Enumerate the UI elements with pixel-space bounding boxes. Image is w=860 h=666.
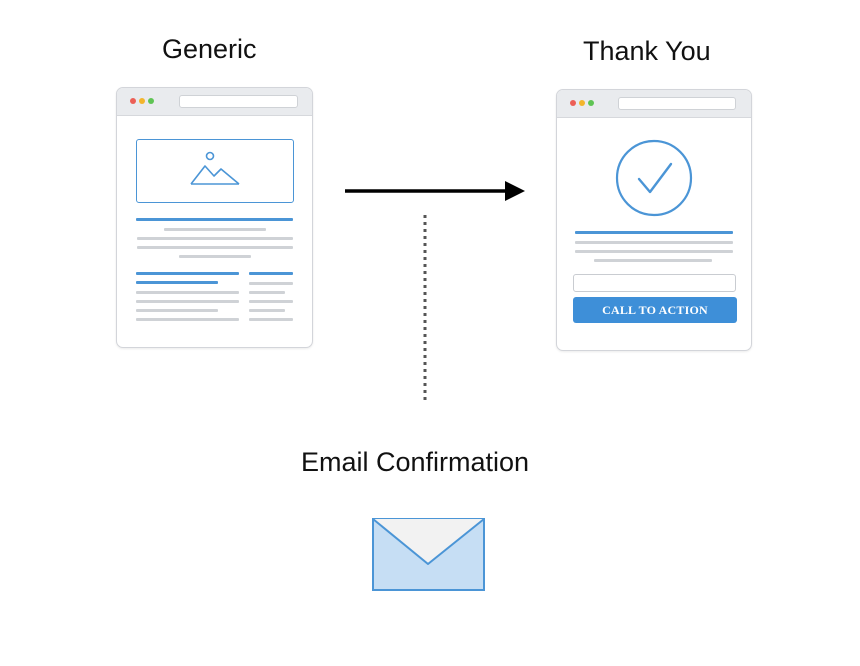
- close-dot-icon: [130, 98, 136, 104]
- heading-line: [575, 231, 733, 234]
- column-heading-line: [136, 272, 239, 275]
- dotted-connector: [423, 215, 427, 400]
- text-line: [136, 291, 239, 294]
- minimize-dot-icon: [139, 98, 145, 104]
- minimize-dot-icon: [579, 100, 585, 106]
- email-input[interactable]: [573, 274, 736, 292]
- email-confirmation-label: Email Confirmation: [301, 447, 530, 477]
- browser-toolbar: [557, 90, 751, 118]
- text-line: [136, 318, 239, 321]
- column-heading-line: [136, 281, 218, 284]
- text-line: [594, 259, 712, 262]
- text-line: [249, 309, 285, 312]
- generic-label: Generic: [162, 34, 257, 64]
- text-line: [137, 246, 293, 249]
- address-bar: [179, 95, 298, 108]
- text-line: [575, 250, 733, 253]
- text-line: [136, 300, 239, 303]
- text-line: [164, 228, 266, 231]
- close-dot-icon: [570, 100, 576, 106]
- text-line: [575, 241, 733, 244]
- text-line: [249, 291, 285, 294]
- text-line: [137, 237, 293, 240]
- generic-page-mockup: [116, 87, 313, 348]
- image-placeholder: [136, 139, 294, 203]
- browser-toolbar: [117, 88, 312, 116]
- text-line: [249, 318, 293, 321]
- arrow-right-icon: [345, 181, 525, 201]
- image-placeholder-icon: [190, 151, 240, 185]
- heading-line: [136, 218, 293, 221]
- maximize-dot-icon: [588, 100, 594, 106]
- call-to-action-button[interactable]: CALL TO ACTION: [573, 297, 737, 323]
- text-line: [249, 300, 293, 303]
- thank-you-label: Thank You: [583, 36, 711, 66]
- column-heading-line: [249, 272, 293, 275]
- maximize-dot-icon: [148, 98, 154, 104]
- thank-you-page-mockup: CALL TO ACTION: [556, 89, 752, 351]
- text-line: [249, 282, 293, 285]
- text-line: [179, 255, 251, 258]
- text-line: [136, 309, 218, 312]
- address-bar: [618, 97, 736, 110]
- checkmark-circle-icon: [615, 139, 693, 217]
- envelope-icon: [372, 518, 485, 591]
